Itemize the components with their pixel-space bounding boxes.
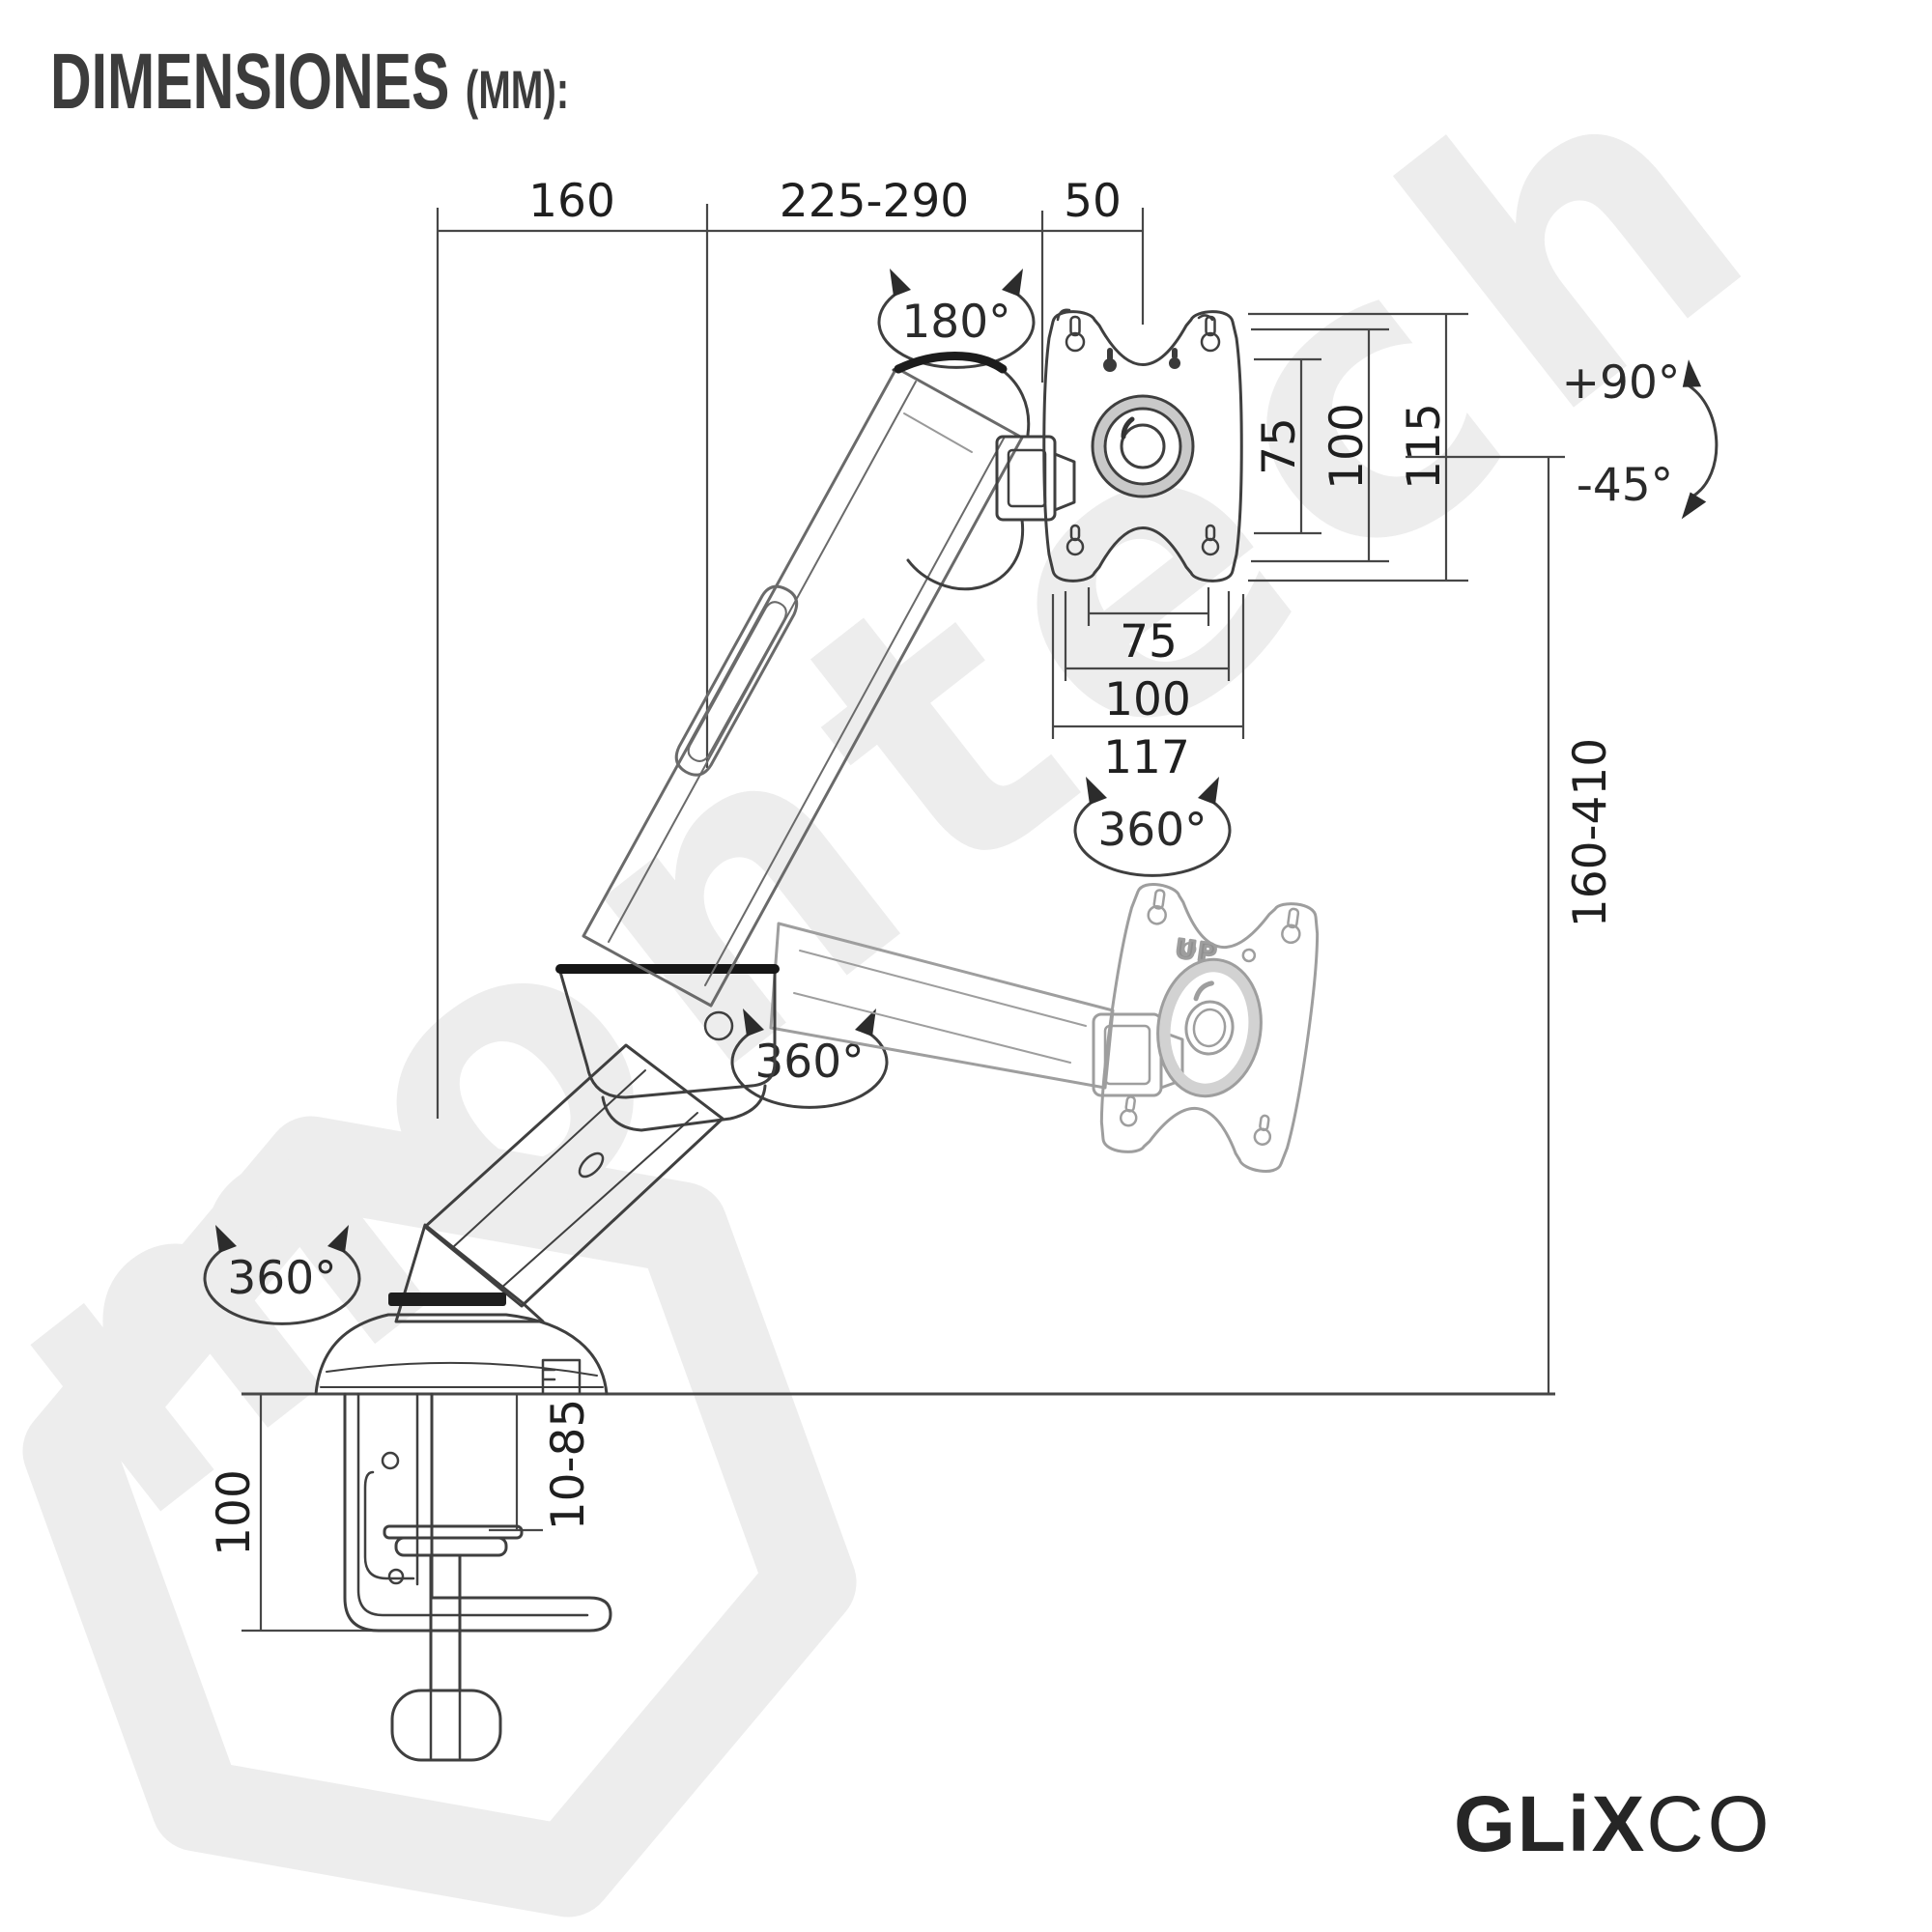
- brand-logo: GLiXCO: [1454, 1779, 1773, 1870]
- watermark-hexagon-icon: [22, 1116, 857, 1918]
- keyhole-slots: [1065, 315, 1221, 556]
- rotation-marker-vesa-360: 360°: [1073, 777, 1232, 877]
- dim-label-vesa-75h: 75: [1120, 615, 1178, 668]
- dim-label-mount-depth: 50: [1064, 175, 1122, 228]
- dim-label-vesa-115v: 115: [1398, 403, 1451, 490]
- dim-label-vesa-75v: 75: [1253, 417, 1306, 475]
- rotation-label-arm: 360°: [754, 1036, 864, 1089]
- upper-arm: [582, 366, 1024, 1008]
- rotation-label-top-swivel: 180°: [901, 296, 1010, 349]
- cable-clip: [541, 1358, 582, 1395]
- rotation-label-vesa: 360°: [1097, 804, 1207, 857]
- dim-label-arm-reach: 225-290: [780, 175, 969, 228]
- clamp-pad: [383, 1524, 524, 1540]
- rotation-markers: 180° 360° 360° 360° +90° -45°: [203, 269, 1719, 1325]
- tilt-label-down: -45°: [1577, 459, 1673, 512]
- rotation-marker-base-360: 360°: [203, 1225, 361, 1325]
- elbow-joint: [555, 964, 780, 1132]
- tilt-arrow-icon: [1681, 491, 1708, 524]
- clamp-knob: [390, 1689, 502, 1762]
- monitor-arm-drawing: [314, 308, 1243, 1762]
- rotate-arrow-icon: [1002, 269, 1023, 297]
- tilt-label-up: +90°: [1562, 356, 1681, 410]
- page-title: DIMENSIONES (mm):: [50, 37, 569, 128]
- lower-arm-link: [423, 1043, 724, 1308]
- lower-vesa-plate: UP: [1091, 879, 1328, 1177]
- upper-vesa-plate: [1042, 308, 1243, 582]
- desk-base: [314, 1223, 609, 1396]
- montech-watermark: montech: [0, 0, 1844, 1918]
- keyhole-slots: [1119, 889, 1301, 1146]
- dim-label-vesa-117h: 117: [1103, 731, 1190, 784]
- dim-label-base-offset: 160: [528, 175, 615, 228]
- dim-label-height-range: 160-410: [1564, 738, 1617, 927]
- dim-label-vesa-100v: 100: [1321, 403, 1374, 490]
- dim-label-clamp-height: 100: [208, 1469, 261, 1556]
- dimension-labels: 160 225-290 50 75 100 115 75 100 117 160…: [208, 175, 1617, 1556]
- mount-keyholes-dark: [1103, 348, 1180, 372]
- rotation-marker-arm-360: 360°: [730, 1009, 889, 1109]
- plate-up-label: UP: [1174, 934, 1220, 969]
- desk-clamp: [343, 1392, 612, 1762]
- page-title-main: DIMENSIONES: [50, 38, 450, 126]
- rotate-arrow-icon: [890, 269, 911, 297]
- dimension-lines: [242, 204, 1565, 1633]
- vesa-screw-block: [995, 435, 1057, 522]
- clamp-screw: [429, 1553, 462, 1692]
- tilt-marker: +90° -45°: [1562, 356, 1719, 524]
- dim-label-vesa-100h: 100: [1104, 673, 1191, 726]
- brand-logo-bold: GLiX: [1454, 1780, 1647, 1868]
- page-title-unit: (mm):: [465, 59, 570, 120]
- rotation-label-base: 360°: [227, 1252, 336, 1305]
- rotation-marker-180: 180°: [877, 269, 1036, 369]
- dim-label-desk-thickness: 10-85: [542, 1399, 595, 1531]
- brand-logo-light: CO: [1646, 1780, 1774, 1868]
